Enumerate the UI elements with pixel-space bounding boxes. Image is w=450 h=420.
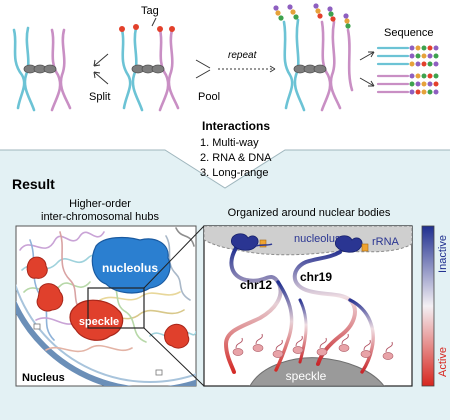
rrna-label: rRNA: [372, 236, 400, 248]
result-funnel-edge: [0, 149, 450, 189]
sequence-reads: [376, 46, 410, 94]
sequence-arrows: [359, 51, 375, 87]
nucleolus-binding-complex-1: [230, 233, 273, 251]
chr19-fiber: [292, 250, 357, 366]
speckle-body: [69, 299, 124, 341]
result-title: Result: [12, 176, 55, 192]
nucleus-panel: nucleolus speckle Nucleus: [15, 225, 197, 387]
tag-label: Tag: [141, 5, 159, 17]
pore-marker-2: [155, 369, 163, 376]
workflow-strip: Split Tag Pool repeat: [12, 3, 439, 112]
pool-label: Pool: [198, 91, 220, 103]
split-label: Split: [89, 91, 110, 103]
tag-beads: [273, 3, 351, 29]
complex-multitagged: [282, 18, 354, 112]
speckle-blob-1: [36, 283, 64, 312]
scale-label-active: Active: [437, 347, 449, 377]
interaction-item-1: 1. Multi-way: [200, 137, 259, 149]
zoom-box: [87, 287, 145, 329]
activity-scale: Inactive Active: [421, 225, 449, 387]
interactions-block: Interactions 1. Multi-way 2. RNA & DNA 3…: [200, 119, 272, 179]
speckle-rna-complexes: [232, 333, 394, 360]
complex-untagged: [12, 26, 72, 112]
activity-scale-bar: [421, 225, 435, 387]
speckle-blob-2: [26, 256, 48, 279]
tag-pointer: [151, 17, 157, 27]
repeat-arrowhead: [269, 65, 276, 73]
interaction-item-2: 2. RNA & DNA: [200, 152, 272, 164]
chr19-label: chr19: [300, 270, 332, 284]
pool-arrows: [195, 59, 211, 79]
organized-label: Organized around nuclear bodies: [228, 207, 391, 219]
complex-tagged-1: [119, 24, 180, 112]
zoom-panel: nucleolus rRNA chr12 chr19 speckle: [203, 225, 413, 387]
sequence-barcodes: [409, 45, 439, 95]
hubs-label-line1: Higher-order: [69, 198, 131, 210]
pore-marker-1: [33, 323, 41, 330]
speckle-label-left: speckle: [79, 316, 119, 328]
interactions-title: Interactions: [202, 119, 270, 133]
repeat-label: repeat: [228, 50, 258, 61]
nucleolus-label-right: nucleolus: [294, 233, 341, 245]
nucleus-label: Nucleus: [22, 372, 65, 384]
split-arrows: [93, 53, 109, 85]
nucleolus-binding-complex-2: [334, 235, 369, 253]
chr12-label: chr12: [240, 278, 272, 292]
sequence-label: Sequence: [384, 27, 434, 39]
speckle-label-right: speckle: [286, 369, 327, 383]
interaction-item-3: 3. Long-range: [200, 167, 269, 179]
zoom-connectors: [143, 225, 205, 387]
nucleolus-body: [91, 236, 171, 294]
chr12-fiber: [223, 246, 283, 374]
speckle-blob-3: [164, 323, 190, 349]
scale-label-inactive: Inactive: [437, 235, 449, 273]
hubs-label-line2: inter-chromosomal hubs: [41, 211, 159, 223]
nucleolus-label-left: nucleolus: [102, 261, 158, 275]
